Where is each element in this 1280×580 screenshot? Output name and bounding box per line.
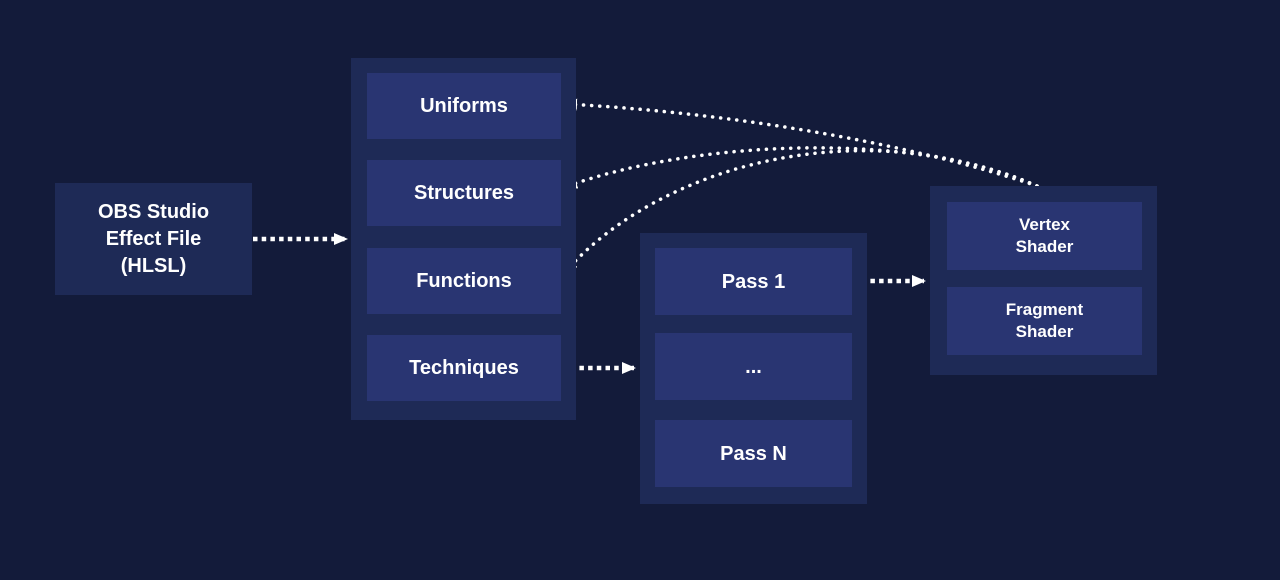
node-techniques-label: Techniques (409, 357, 519, 379)
node-pass-ellipsis-label: ... (745, 355, 762, 378)
node-uniforms: Uniforms (367, 73, 561, 139)
node-uniforms-label: Uniforms (420, 95, 508, 117)
node-pass-n-label: Pass N (720, 442, 787, 465)
node-obs-effect-file-label: OBS Studio Effect File (HLSL) (97, 200, 210, 277)
curve-shaders-to-uniforms (563, 98, 1039, 188)
node-techniques: Techniques (367, 335, 561, 401)
node-fragment-shader-label: Fragment Shader (1005, 300, 1084, 341)
node-pass-1: Pass 1 (655, 248, 852, 315)
node-structures-label: Structures (413, 182, 515, 204)
curve-shaders-to-structures (563, 146, 1039, 189)
node-pass-1-label: Pass 1 (721, 270, 786, 293)
node-obs-effect-file: OBS Studio Effect File (HLSL) (55, 183, 252, 295)
node-functions: Functions (367, 248, 561, 314)
group-shaders: Vertex Shader Fragment Shader (930, 186, 1157, 375)
node-structures: Structures (367, 160, 561, 226)
node-vertex-shader: Vertex Shader (947, 202, 1142, 270)
group-passes: Pass 1 ... Pass N (640, 233, 867, 504)
node-fragment-shader: Fragment Shader (947, 287, 1142, 355)
node-pass-ellipsis: ... (655, 333, 852, 400)
group-effect-sections: Uniforms Structures Functions Techniques (351, 58, 576, 420)
node-vertex-shader-label: Vertex Shader (1015, 215, 1074, 256)
node-pass-n: Pass N (655, 420, 852, 487)
node-functions-label: Functions (416, 270, 512, 292)
